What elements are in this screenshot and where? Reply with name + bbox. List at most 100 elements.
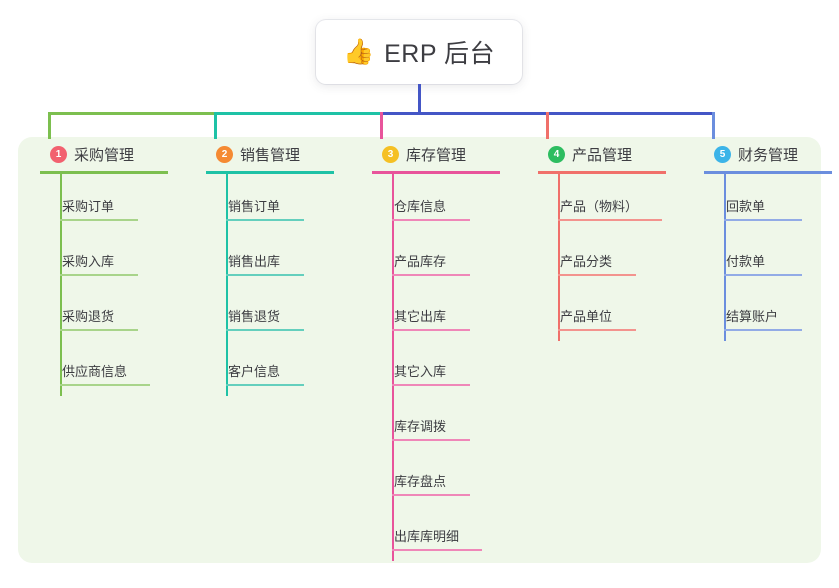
branch-column-5: 5 财务管理回款单付款单结算账户 bbox=[694, 137, 839, 341]
branch-column-1: 1 采购管理采购订单采购入库采购退货供应商信息 bbox=[30, 137, 190, 396]
leaf-list-2: 销售订单销售出库销售退货客户信息 bbox=[196, 171, 356, 393]
leaf-underline bbox=[392, 219, 470, 221]
leaf-node[interactable]: 采购订单 bbox=[30, 173, 190, 228]
leaf-underline bbox=[724, 219, 802, 221]
branch-header-5[interactable]: 5 财务管理 bbox=[694, 137, 839, 171]
leaf-list-3: 仓库信息产品库存其它出库其它入库库存调拨库存盘点出库库明细 bbox=[362, 171, 522, 558]
leaf-label: 销售订单 bbox=[228, 199, 281, 214]
branch-title-2: 销售管理 bbox=[240, 146, 301, 164]
leaf-underline bbox=[60, 274, 138, 276]
leaf-node[interactable]: 付款单 bbox=[694, 228, 839, 283]
branch-badge-4: 4 bbox=[548, 145, 565, 163]
connector-drop-5 bbox=[712, 112, 715, 139]
leaf-underline bbox=[724, 329, 802, 331]
leaf-label: 回款单 bbox=[726, 199, 766, 214]
branch-underline-1 bbox=[40, 171, 168, 174]
leaf-underline bbox=[392, 329, 470, 331]
diagram-panel bbox=[18, 137, 821, 563]
leaf-node[interactable]: 销售出库 bbox=[196, 228, 356, 283]
leaf-node[interactable]: 产品单位 bbox=[528, 283, 688, 338]
leaf-node[interactable]: 其它入库 bbox=[362, 338, 522, 393]
leaf-label: 库存调拨 bbox=[394, 419, 447, 434]
leaf-node[interactable]: 其它出库 bbox=[362, 283, 522, 338]
branch-badge-3: 3 bbox=[382, 145, 399, 163]
branch-spine-1 bbox=[60, 173, 62, 396]
leaf-underline bbox=[60, 219, 138, 221]
branch-underline-5 bbox=[704, 171, 832, 174]
branch-badge-5: 5 bbox=[714, 145, 731, 163]
leaf-underline bbox=[558, 274, 636, 276]
leaf-node[interactable]: 库存盘点 bbox=[362, 448, 522, 503]
leaf-label: 结算账户 bbox=[726, 309, 779, 324]
leaf-underline bbox=[226, 329, 304, 331]
branch-header-3[interactable]: 3 库存管理 bbox=[362, 137, 522, 171]
leaf-label: 付款单 bbox=[726, 254, 766, 269]
leaf-list-4: 产品（物料） 产品分类产品单位 bbox=[528, 171, 688, 338]
branch-title-4: 产品管理 bbox=[572, 146, 633, 164]
leaf-node[interactable]: 销售订单 bbox=[196, 173, 356, 228]
leaf-label: 其它出库 bbox=[394, 309, 447, 324]
branch-underline-3 bbox=[372, 171, 500, 174]
leaf-node[interactable]: 采购入库 bbox=[30, 228, 190, 283]
branch-column-4: 4 产品管理产品（物料） 产品分类产品单位 bbox=[528, 137, 688, 341]
leaf-node[interactable]: 仓库信息 bbox=[362, 173, 522, 228]
leaf-label: 采购订单 bbox=[62, 199, 115, 214]
leaf-label: 产品（物料） bbox=[560, 199, 639, 214]
leaf-underline bbox=[392, 384, 470, 386]
branch-column-2: 2 销售管理销售订单销售出库销售退货客户信息 bbox=[196, 137, 356, 396]
leaf-node[interactable]: 回款单 bbox=[694, 173, 839, 228]
leaf-label: 销售出库 bbox=[228, 254, 281, 269]
leaf-label: 出库库明细 bbox=[394, 529, 460, 544]
leaf-underline bbox=[226, 219, 304, 221]
branch-spine-3 bbox=[392, 173, 394, 561]
leaf-node[interactable]: 出库库明细 bbox=[362, 503, 522, 558]
branch-spine-4 bbox=[558, 173, 560, 341]
connector-drop-4 bbox=[546, 112, 549, 139]
branch-underline-2 bbox=[206, 171, 334, 174]
leaf-label: 客户信息 bbox=[228, 364, 281, 379]
branch-badge-1: 1 bbox=[50, 145, 67, 163]
leaf-underline bbox=[392, 549, 482, 551]
leaf-node[interactable]: 结算账户 bbox=[694, 283, 839, 338]
leaf-node[interactable]: 客户信息 bbox=[196, 338, 356, 393]
leaf-node[interactable]: 产品（物料） bbox=[528, 173, 688, 228]
connector-drop-1 bbox=[48, 112, 51, 139]
connector-drop-2 bbox=[214, 112, 217, 139]
leaf-node[interactable]: 采购退货 bbox=[30, 283, 190, 338]
branch-spine-2 bbox=[226, 173, 228, 396]
leaf-underline bbox=[226, 274, 304, 276]
root-node[interactable]: 👍 ERP 后台 bbox=[316, 20, 522, 84]
trunk-connector bbox=[418, 84, 421, 115]
branch-spine-5 bbox=[724, 173, 726, 341]
branch-title-1: 采购管理 bbox=[74, 146, 135, 164]
leaf-node[interactable]: 产品分类 bbox=[528, 228, 688, 283]
branch-header-4[interactable]: 4 产品管理 bbox=[528, 137, 688, 171]
leaf-label: 销售退货 bbox=[228, 309, 281, 324]
branch-header-2[interactable]: 2 销售管理 bbox=[196, 137, 356, 171]
leaf-underline bbox=[392, 274, 470, 276]
branch-underline-4 bbox=[538, 171, 666, 174]
leaf-label: 其它入库 bbox=[394, 364, 447, 379]
leaf-underline bbox=[226, 384, 304, 386]
leaf-node[interactable]: 供应商信息 bbox=[30, 338, 190, 393]
branch-header-1[interactable]: 1 采购管理 bbox=[30, 137, 190, 171]
leaf-underline bbox=[724, 274, 802, 276]
leaf-label: 产品分类 bbox=[560, 254, 613, 269]
leaf-list-5: 回款单付款单结算账户 bbox=[694, 171, 839, 338]
leaf-underline bbox=[558, 219, 662, 221]
leaf-node[interactable]: 库存调拨 bbox=[362, 393, 522, 448]
leaf-list-1: 采购订单采购入库采购退货供应商信息 bbox=[30, 171, 190, 393]
connector-bar-segment-2 bbox=[214, 112, 383, 115]
connector-drop-3 bbox=[380, 112, 383, 139]
branch-column-3: 3 库存管理仓库信息产品库存其它出库其它入库库存调拨库存盘点出库库明细 bbox=[362, 137, 522, 561]
leaf-node[interactable]: 销售退货 bbox=[196, 283, 356, 338]
leaf-label: 供应商信息 bbox=[62, 364, 128, 379]
leaf-underline bbox=[60, 384, 150, 386]
branch-title-3: 库存管理 bbox=[406, 146, 467, 164]
branch-title-5: 财务管理 bbox=[738, 146, 799, 164]
leaf-label: 采购退货 bbox=[62, 309, 115, 324]
branch-badge-2: 2 bbox=[216, 145, 233, 163]
leaf-node[interactable]: 产品库存 bbox=[362, 228, 522, 283]
leaf-label: 产品单位 bbox=[560, 309, 613, 324]
